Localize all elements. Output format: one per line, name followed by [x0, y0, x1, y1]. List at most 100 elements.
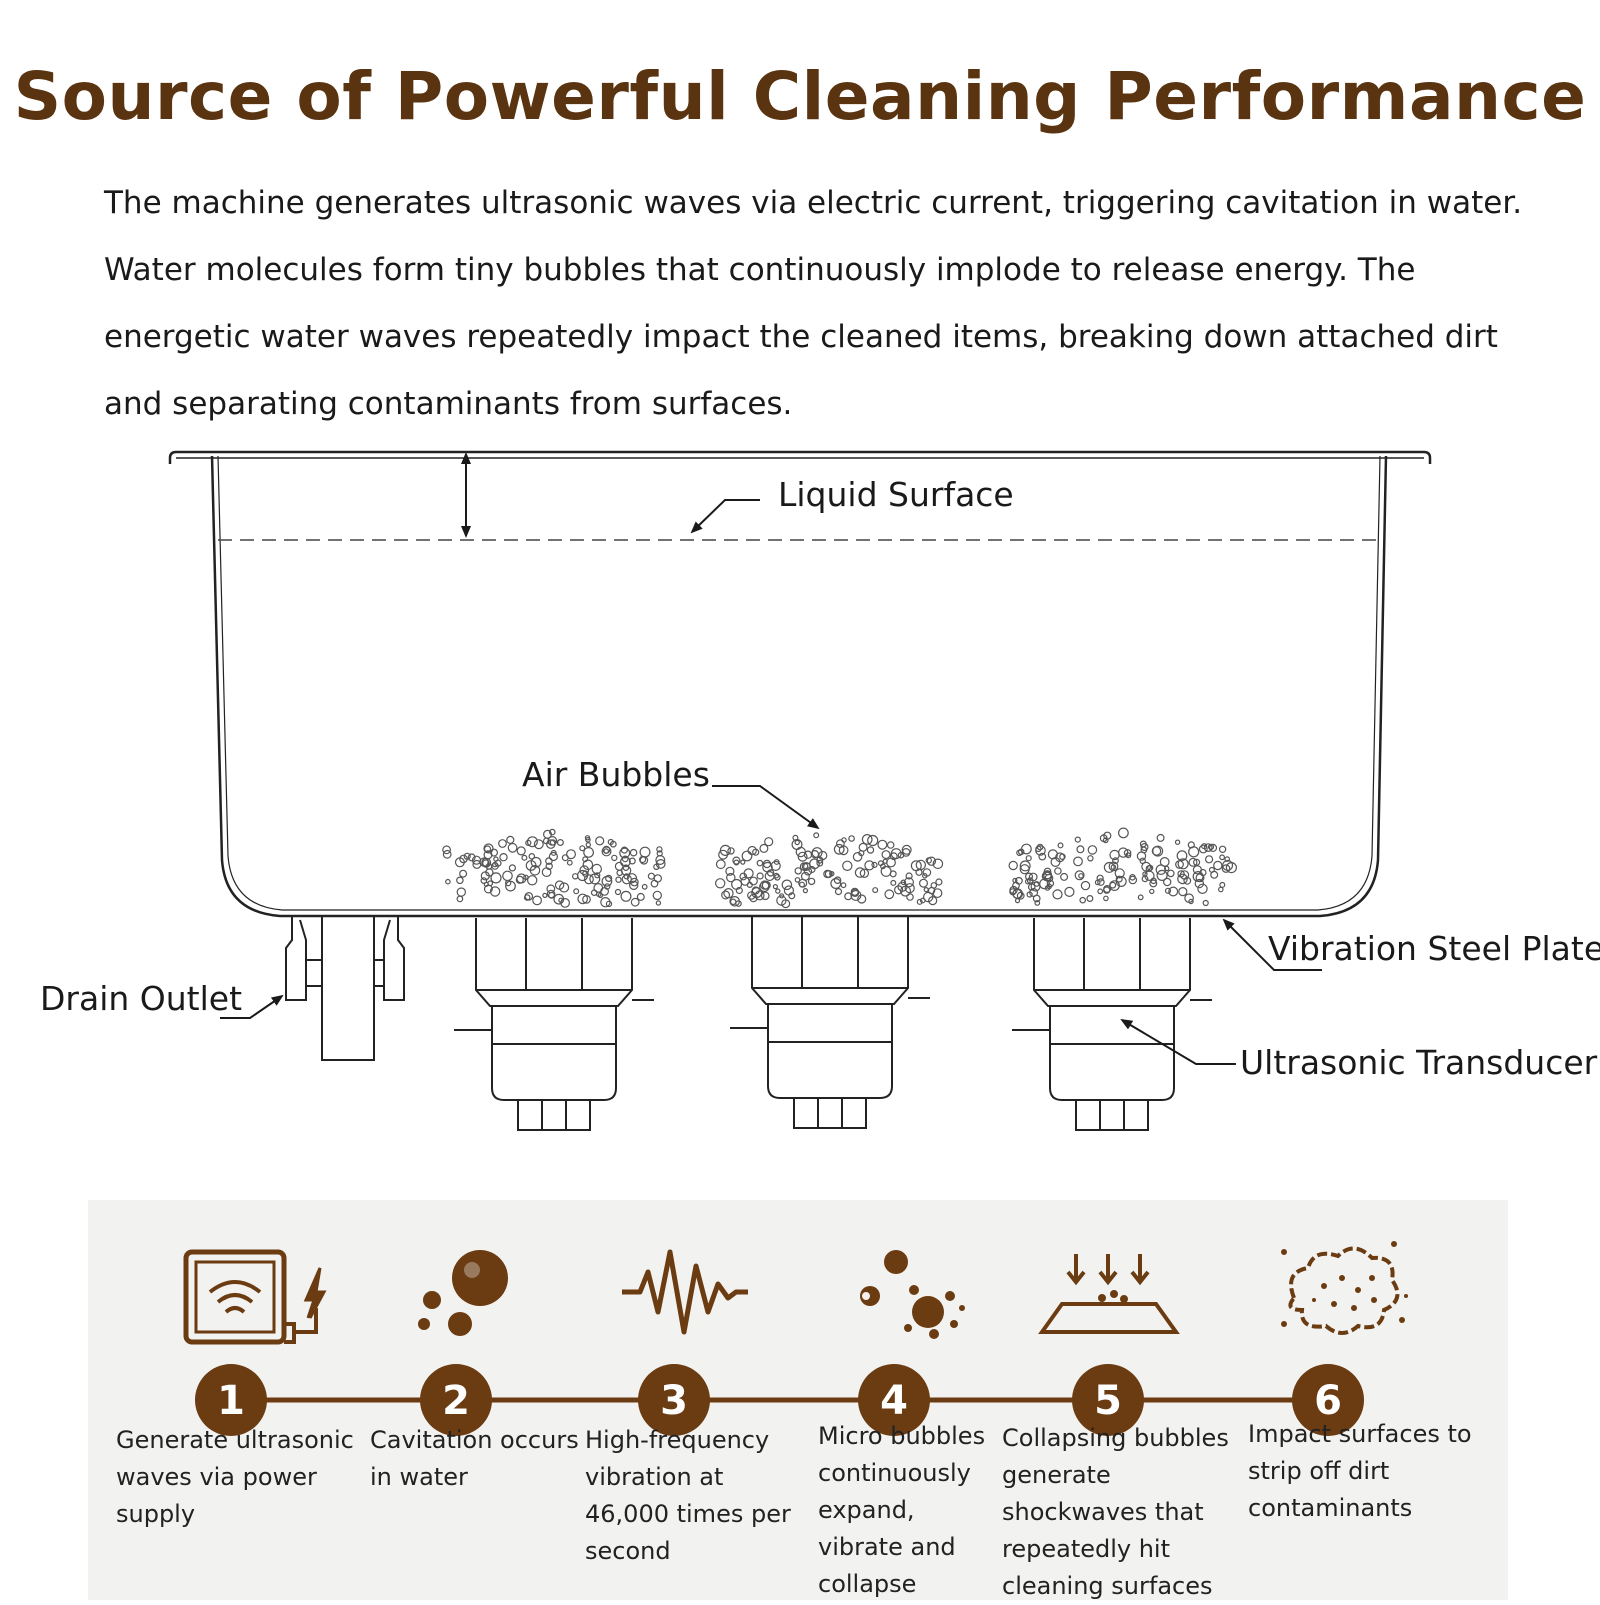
- air-bubble: [864, 860, 875, 871]
- air-bubble: [797, 851, 808, 862]
- air-bubble: [445, 878, 451, 885]
- air-bubble: [1046, 879, 1055, 888]
- step-3-number: 3: [660, 1378, 688, 1424]
- air-bubble: [773, 873, 781, 881]
- air-bubble: [1188, 857, 1198, 867]
- air-bubble: [731, 878, 743, 890]
- air-bubble: [1177, 858, 1189, 870]
- air-bubble: [1019, 860, 1031, 872]
- air-bubble: [577, 893, 588, 905]
- air-bubble: [527, 875, 538, 886]
- air-bubble: [729, 898, 737, 906]
- air-bubble: [459, 854, 468, 864]
- step-6-description: Impact surfaces to strip off dirt contam…: [1248, 1420, 1472, 1522]
- air-bubble: [1155, 864, 1167, 875]
- air-bubble: [508, 864, 517, 872]
- air-bubble: [1014, 898, 1021, 904]
- air-bubble: [1149, 888, 1155, 895]
- air-bubble: [616, 869, 624, 877]
- air-bubble: [836, 839, 845, 849]
- air-bubble: [752, 848, 760, 856]
- air-bubble: [1060, 872, 1069, 881]
- air-bubble: [1035, 845, 1042, 853]
- air-bubble-cluster: [1008, 827, 1238, 907]
- air-bubble: [636, 892, 645, 901]
- air-bubble: [759, 881, 770, 892]
- air-bubble: [639, 855, 649, 865]
- air-bubble: [1012, 888, 1023, 899]
- air-bubble: [532, 895, 542, 906]
- air-bubble: [900, 879, 907, 886]
- air-bubble: [605, 900, 613, 908]
- air-bubble: [781, 899, 791, 909]
- shockwave-icon: [1038, 1254, 1180, 1334]
- air-bubble: [919, 897, 926, 904]
- air-bubble: [778, 893, 785, 899]
- air-bubble: [899, 885, 911, 897]
- air-bubble: [872, 887, 879, 894]
- air-bubble: [630, 897, 640, 907]
- air-bubble: [1064, 886, 1075, 897]
- air-bubble: [1026, 877, 1034, 885]
- air-bubble: [754, 890, 765, 901]
- air-bubble: [1016, 891, 1025, 900]
- air-bubble: [1099, 834, 1108, 843]
- drain-outlet-pointer: [220, 994, 284, 1019]
- air-bubble: [1213, 860, 1223, 871]
- air-bubble: [1151, 846, 1162, 856]
- air-bubble: [1016, 849, 1023, 856]
- air-bubble: [1163, 865, 1170, 872]
- air-bubbles-pointer: [712, 785, 820, 830]
- tank-inner-wall: [217, 455, 1381, 911]
- air-bubble: [1102, 886, 1111, 894]
- air-bubble: [833, 876, 842, 885]
- air-bubble: [483, 843, 494, 854]
- air-bubble: [1052, 889, 1063, 900]
- air-bubble: [655, 859, 666, 869]
- air-bubble: [456, 895, 464, 903]
- air-bubble: [1192, 865, 1203, 875]
- air-bubble: [1156, 869, 1168, 881]
- vibration-wave-icon: [622, 1249, 748, 1335]
- air-bubble: [715, 878, 726, 889]
- air-bubble: [1112, 857, 1119, 865]
- step-1-description: Generate ultrasonic waves via power supp…: [116, 1426, 354, 1528]
- air-bubble: [583, 847, 594, 858]
- air-bubble: [550, 849, 557, 856]
- air-bubble: [1054, 867, 1062, 875]
- air-bubble: [1034, 900, 1041, 906]
- air-bubble: [1102, 837, 1109, 844]
- air-bubble: [548, 851, 559, 862]
- air-bubble: [1221, 864, 1231, 873]
- air-bubble: [549, 839, 557, 846]
- air-bubble: [1046, 883, 1053, 890]
- air-bubble: [585, 842, 592, 848]
- air-bubble: [482, 859, 490, 867]
- air-bubble: [890, 848, 902, 860]
- air-bubble: [747, 845, 757, 856]
- air-bubble: [548, 828, 556, 836]
- air-bubble: [772, 884, 779, 890]
- step-4-number: 4: [880, 1378, 908, 1424]
- ultrasonic-transducer: [730, 916, 930, 1129]
- air-bubble: [456, 887, 466, 897]
- air-bubble: [601, 875, 613, 887]
- air-bubble: [1137, 894, 1144, 901]
- air-bubble: [1008, 860, 1018, 871]
- air-bubble: [1204, 855, 1214, 864]
- air-bubble: [721, 890, 731, 900]
- air-bubble: [621, 874, 632, 885]
- air-bubble: [882, 858, 888, 864]
- air-bubble: [833, 843, 845, 855]
- air-bubble: [1076, 845, 1085, 854]
- air-bubble: [732, 856, 741, 865]
- air-bubble: [842, 860, 853, 871]
- air-bubble: [656, 846, 663, 853]
- air-bubble: [595, 891, 602, 898]
- air-bubble: [923, 887, 929, 893]
- air-bubble: [545, 862, 553, 870]
- air-bubble: [614, 888, 622, 896]
- step-2-circle: [420, 1364, 492, 1436]
- air-bubble: [749, 876, 758, 886]
- air-bubble: [558, 882, 570, 893]
